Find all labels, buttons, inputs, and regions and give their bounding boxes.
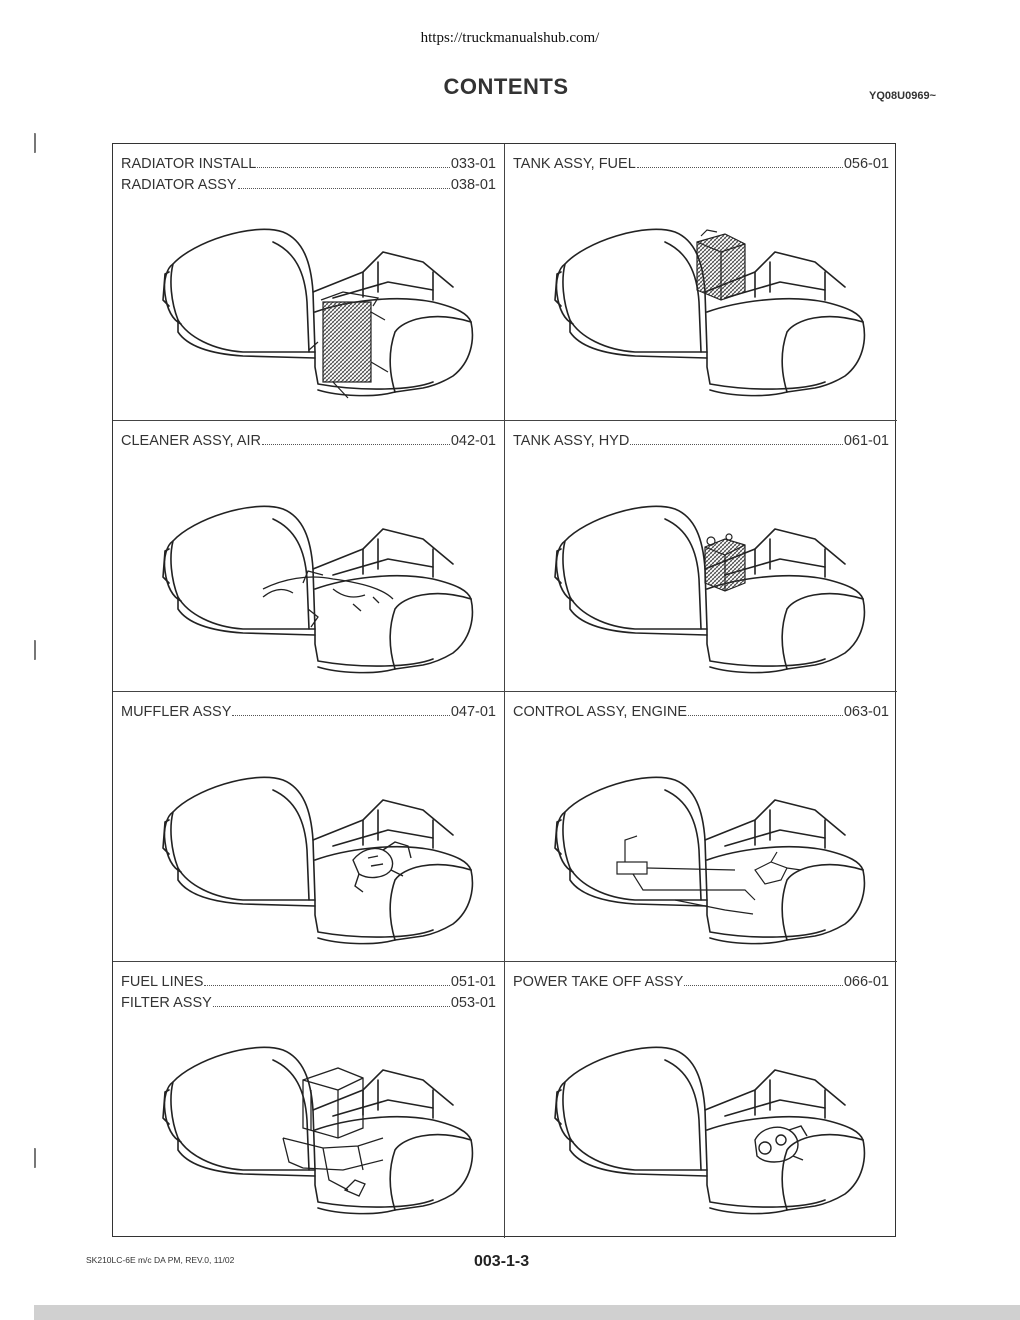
excavator-line-drawing — [162, 776, 474, 945]
source-url: https://truckmanualshub.com/ — [420, 30, 600, 46]
binding-hole-mark — [34, 640, 40, 660]
scan-edge-band — [34, 1305, 1020, 1320]
excavator-fuel-tank-illustration — [525, 202, 875, 412]
excavator-pto-illustration — [525, 1020, 875, 1230]
binding-hole-mark — [34, 133, 40, 153]
excavator-line-drawing — [554, 505, 866, 674]
excavator-line-drawing — [554, 228, 866, 397]
excavator-air-cleaner-illustration — [133, 479, 483, 689]
binding-hole-mark — [34, 1148, 40, 1168]
page-number: 003-1-3 — [474, 1253, 530, 1270]
excavator-line-drawing — [162, 505, 474, 674]
document-reference: SK210LC-6E m/c DA PM, REV.0, 11/02 — [86, 1255, 235, 1265]
excavator-line-drawing — [554, 776, 866, 945]
excavator-line-drawing — [162, 228, 474, 399]
excavator-engine-control-illustration — [525, 750, 875, 960]
excavator-line-drawing — [162, 1046, 474, 1215]
excavator-muffler-illustration — [133, 750, 483, 960]
excavator-radiator-illustration — [133, 202, 483, 412]
excavator-hyd-tank-illustration — [525, 479, 875, 689]
excavator-fuel-lines-illustration — [133, 1020, 483, 1230]
excavator-line-drawing — [554, 1046, 866, 1215]
document-code: YQ08U0969~ — [869, 90, 936, 102]
page-title: CONTENTS — [443, 74, 569, 99]
